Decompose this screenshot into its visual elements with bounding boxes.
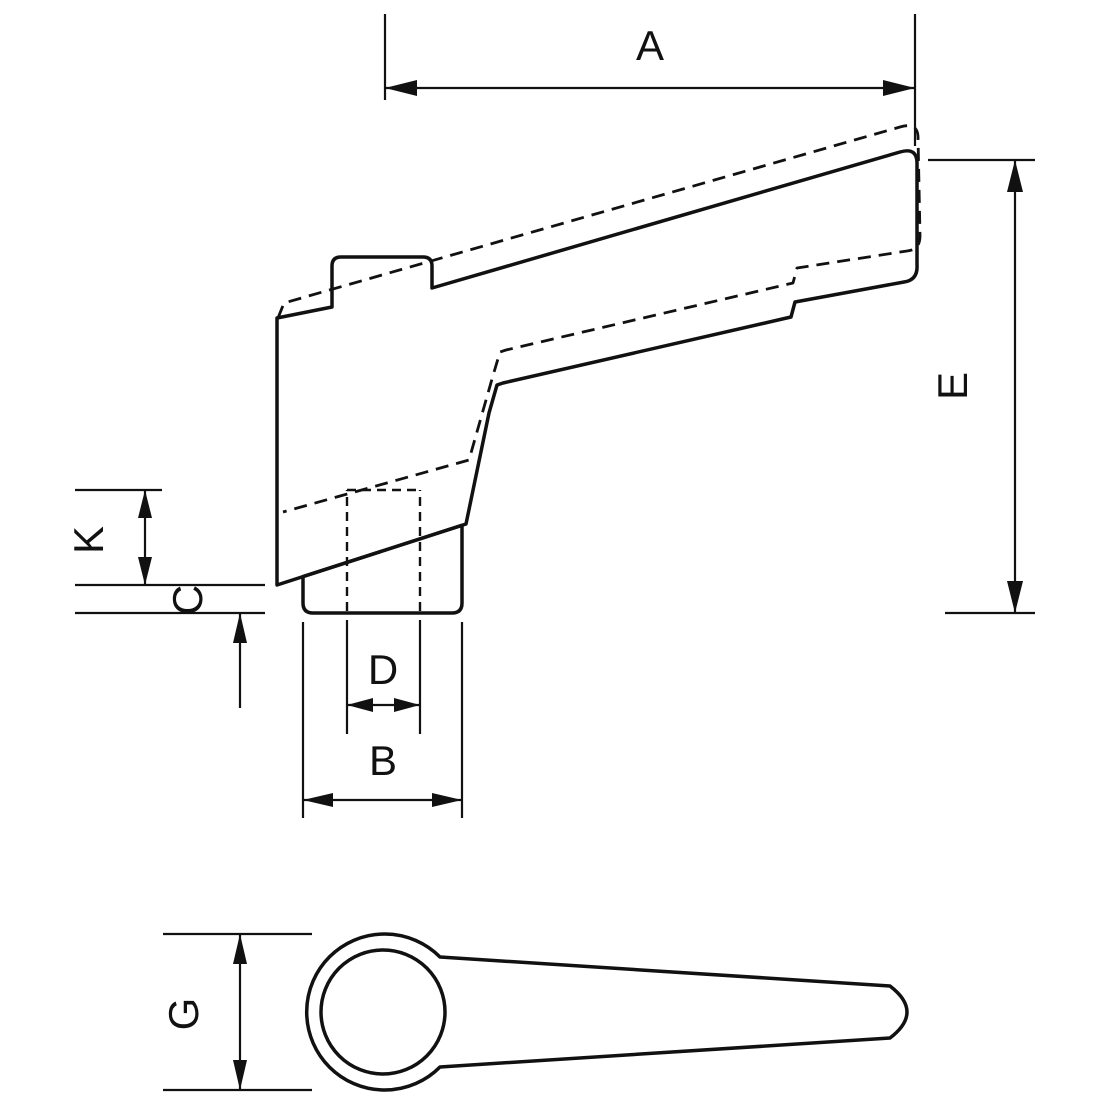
lever-top-view-outline xyxy=(305,932,909,1092)
dim-label-d: D xyxy=(368,646,398,693)
arrowhead xyxy=(385,80,417,96)
dimension-b: B xyxy=(301,622,464,818)
dimension-g: G xyxy=(160,932,312,1092)
dim-label-a: A xyxy=(636,22,664,69)
arrowhead xyxy=(394,698,420,712)
dim-label-b: B xyxy=(369,737,397,784)
dim-label-k: K xyxy=(65,526,112,554)
hidden-tapped-hole xyxy=(345,488,422,611)
dim-label-c: C xyxy=(164,585,211,615)
arrowhead xyxy=(347,698,373,712)
arrowhead xyxy=(233,934,247,964)
arrowhead xyxy=(883,80,915,96)
dimension-k: K xyxy=(65,488,265,587)
dimension-d: D xyxy=(345,620,422,734)
dim-label-e: E xyxy=(929,372,976,400)
arrowhead xyxy=(432,793,462,807)
side-view xyxy=(275,124,922,615)
lever-alternate-position-dashed-outline xyxy=(276,124,922,514)
arrowhead xyxy=(1007,581,1023,613)
hub-boss-circle xyxy=(319,948,447,1076)
arrowhead xyxy=(138,557,152,585)
arrowhead xyxy=(303,793,333,807)
dim-label-g: G xyxy=(160,998,207,1031)
arrowhead xyxy=(233,613,247,643)
dimension-e: E xyxy=(928,158,1035,615)
arrowhead xyxy=(233,1060,247,1090)
stud-outline xyxy=(301,523,464,615)
dimension-a: A xyxy=(383,14,917,146)
arrowhead xyxy=(1007,160,1023,192)
arrowhead xyxy=(138,490,152,518)
dimension-c: C xyxy=(75,585,265,708)
lever-body-outline xyxy=(275,149,919,587)
top-view xyxy=(305,932,909,1092)
